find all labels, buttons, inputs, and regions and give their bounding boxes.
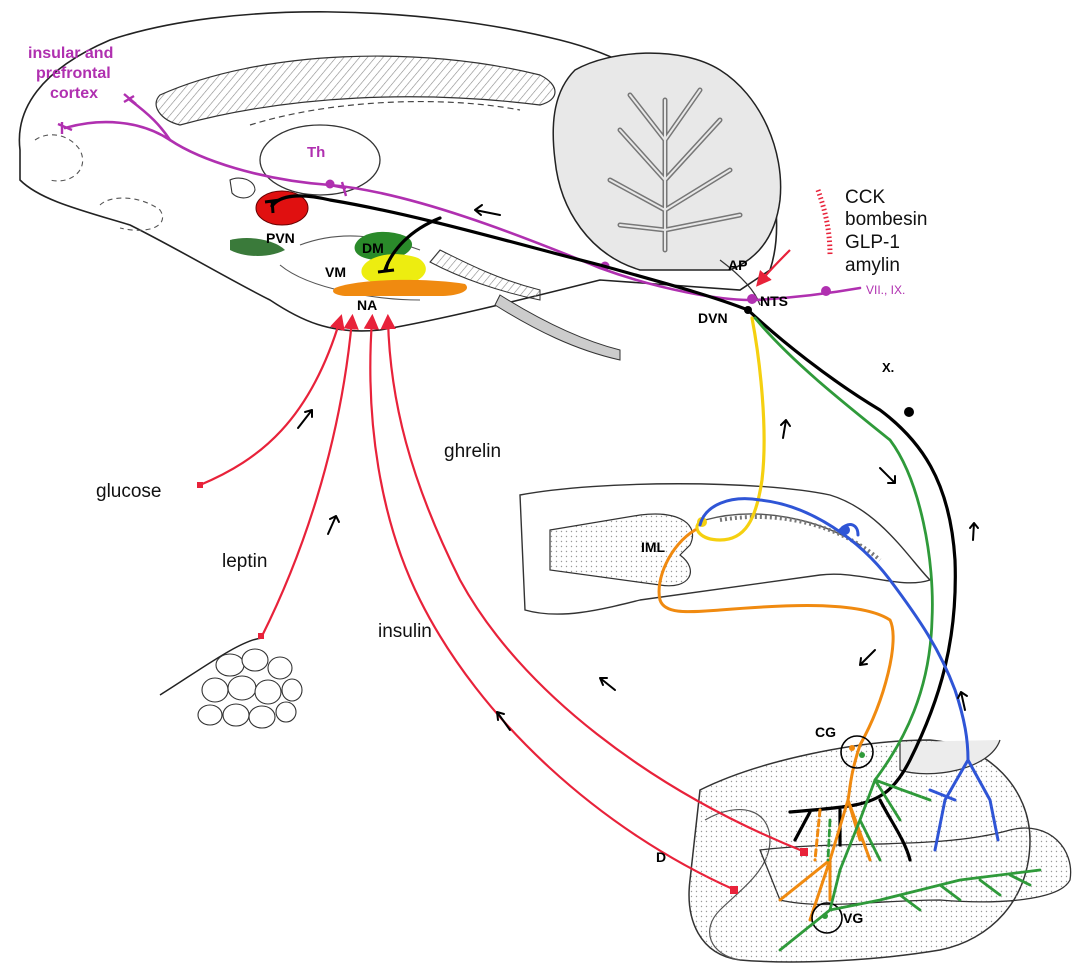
ghrelin-label: ghrelin — [444, 441, 501, 462]
vm-label: VM — [325, 264, 346, 280]
cg-label: CG — [815, 724, 836, 740]
peptide-list: CCK bombesin GLP-1 amylin — [845, 187, 927, 276]
cortex-label-line1: insular and — [28, 45, 113, 62]
spinal-afferent-terminal — [840, 525, 850, 535]
dm-label: DM — [362, 240, 384, 256]
cranial-nerves-label: VII., IX. — [866, 283, 905, 297]
insulin-label: insulin — [378, 621, 432, 642]
bombesin-label: bombesin — [845, 209, 927, 230]
adipose-tissue-icon — [160, 638, 302, 728]
nts-label: NTS — [760, 293, 788, 309]
dvn-label: DVN — [698, 310, 728, 326]
glucose-label: glucose — [96, 481, 162, 502]
cortex-label-line2: prefrontal — [36, 65, 111, 82]
pvn-label: PVN — [266, 230, 295, 246]
leptin-label: leptin — [222, 551, 267, 572]
cortex-label-line3: cortex — [50, 85, 98, 102]
vagus-label: X. — [882, 360, 894, 375]
th-label: Th — [307, 144, 325, 161]
glp1-label: GLP-1 — [845, 232, 900, 253]
d-label: D — [656, 849, 666, 865]
iml-label: IML — [641, 539, 666, 555]
cck-label: CCK — [845, 187, 885, 208]
vg-label: VG — [843, 910, 863, 926]
ap-label: AP — [728, 257, 747, 273]
spinal-cord-section-icon — [520, 484, 930, 614]
na-label: NA — [357, 297, 377, 313]
amylin-label: amylin — [845, 255, 900, 276]
